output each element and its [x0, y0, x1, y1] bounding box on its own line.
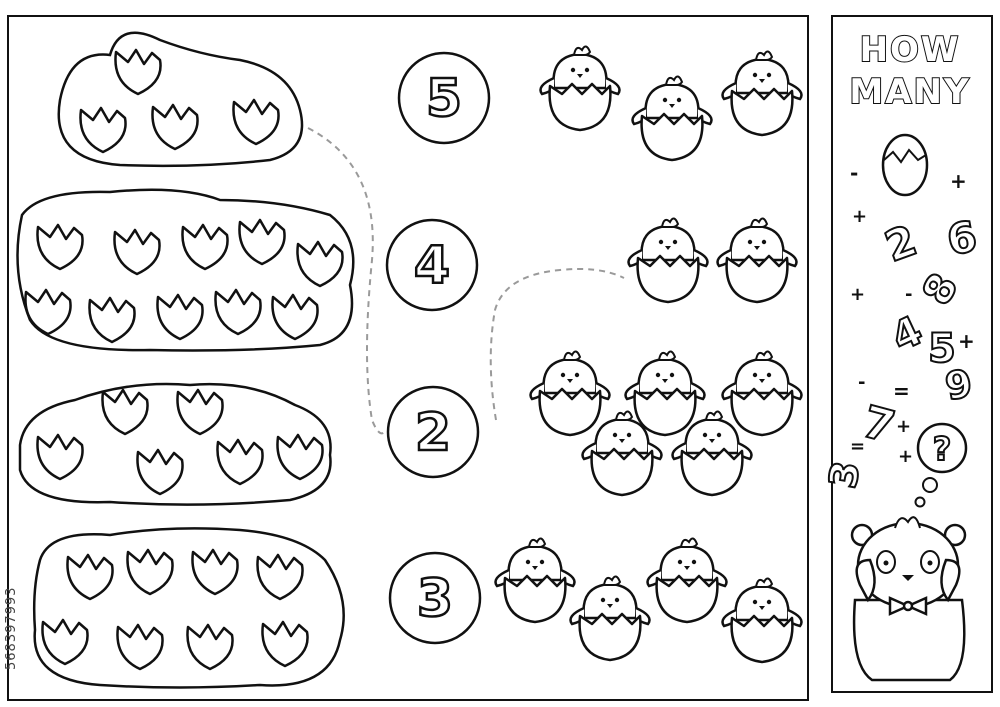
scattered-number: 9 [942, 361, 976, 409]
panda-icon [850, 516, 967, 682]
scattered-number: 6 [943, 212, 980, 265]
math-sign: = [850, 436, 865, 457]
chick-group-4 [494, 537, 803, 664]
shell-blob [32, 527, 345, 689]
cracked-egg-icon [881, 133, 929, 197]
math-sign: - [905, 284, 912, 305]
chick-icon [716, 217, 798, 304]
question-mark: ? [933, 430, 952, 468]
math-sign: - [858, 372, 865, 393]
answer-label: 2 [415, 403, 451, 463]
chick-icon [721, 577, 803, 664]
chick-icon [539, 45, 621, 132]
sidebar-title-line2: MANY [848, 71, 971, 113]
chick-icon [494, 537, 576, 624]
math-sign: + [852, 206, 867, 227]
scattered-number: 8 [914, 266, 968, 313]
answer-circle-4[interactable]: 3 [388, 551, 482, 645]
chick-icon [721, 50, 803, 137]
chick-icon [627, 217, 709, 304]
chick-icon [569, 575, 651, 662]
answer-label: 4 [414, 236, 450, 296]
main-frame [7, 15, 809, 701]
scattered-signs: - + + - + + - = + = + [850, 161, 975, 467]
match-line-2[interactable] [489, 268, 625, 421]
answer-label: 5 [426, 69, 462, 129]
chick-icon [529, 350, 611, 437]
shell-group-3 [18, 382, 332, 506]
answer-circle-2[interactable]: 4 [385, 218, 479, 312]
math-sign: + [958, 329, 975, 353]
thought-bubble-icon: ? [914, 422, 968, 508]
math-sign: - [850, 161, 858, 185]
chick-icon [646, 537, 728, 624]
scattered-number: 4 [885, 308, 930, 361]
answer-circle-3[interactable]: 2 [386, 385, 480, 479]
scattered-number: 3 [821, 458, 869, 492]
chick-icon [721, 350, 803, 437]
math-sign: + [896, 416, 911, 437]
sidebar-title-line1: HOW [859, 29, 961, 71]
chick-icon [631, 75, 713, 162]
scattered-number: 5 [928, 326, 956, 372]
shell-group-1 [57, 31, 304, 168]
watermark-text: 568397993 [4, 586, 19, 670]
math-sign: + [850, 284, 865, 305]
scattered-number: 2 [879, 215, 923, 271]
math-sign: + [898, 446, 913, 467]
chick-group-1 [539, 45, 803, 162]
math-sign: + [950, 169, 967, 193]
sidebar-frame [831, 15, 993, 693]
answer-circle-1[interactable]: 5 [397, 51, 491, 145]
math-sign: = [893, 379, 910, 403]
shell-group-4 [32, 527, 345, 689]
match-line-1[interactable] [307, 127, 387, 435]
chick-group-3 [529, 350, 803, 497]
chick-group-2 [627, 217, 798, 304]
shell-group-2 [16, 188, 355, 352]
answer-label: 3 [417, 569, 453, 629]
